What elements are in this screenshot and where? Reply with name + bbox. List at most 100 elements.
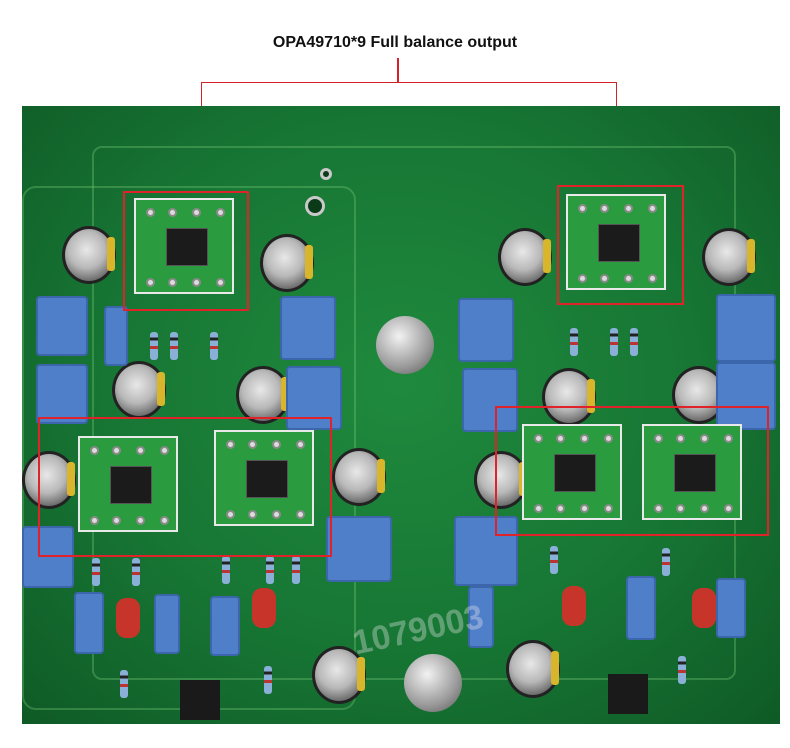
- film-capacitor: [716, 578, 746, 638]
- solder-pad: [168, 208, 177, 217]
- electrolytic-capacitor: [498, 228, 552, 286]
- film-capacitor: [36, 364, 88, 424]
- solder-pad: [556, 434, 565, 443]
- solder-pad: [248, 440, 257, 449]
- red-capacitor: [692, 588, 716, 628]
- solder-pad: [146, 208, 155, 217]
- red-capacitor: [252, 588, 276, 628]
- electrolytic-capacitor: [312, 646, 366, 704]
- highlight-box-top-left: [123, 191, 249, 311]
- electrolytic-capacitor: [702, 228, 756, 286]
- solder-pad: [112, 516, 121, 525]
- resistor: [610, 328, 618, 356]
- solder-pad: [600, 204, 609, 213]
- solder-pad: [578, 204, 587, 213]
- highlight-box-bottom-right: [495, 406, 769, 536]
- solder-pad: [90, 446, 99, 455]
- film-capacitor: [286, 366, 342, 430]
- electrolytic-capacitor: [506, 640, 560, 698]
- resistor: [132, 558, 140, 586]
- film-capacitor: [462, 368, 518, 432]
- pcb-photo: 1079003: [22, 106, 780, 724]
- solder-pad: [146, 278, 155, 287]
- opamp-adapter-board: [566, 194, 666, 290]
- film-capacitor: [104, 306, 128, 366]
- electrolytic-capacitor: [112, 361, 166, 419]
- resistor: [570, 328, 578, 356]
- opamp-adapter-board: [78, 436, 178, 532]
- red-capacitor: [116, 598, 140, 638]
- solder-pad: [700, 504, 709, 513]
- electrolytic-capacitor: [22, 451, 76, 509]
- film-capacitor: [458, 298, 514, 362]
- electrolytic-capacitor: [332, 448, 386, 506]
- solder-pad: [296, 440, 305, 449]
- electrolytic-capacitor: [62, 226, 116, 284]
- resistor: [266, 556, 274, 584]
- resistor: [630, 328, 638, 356]
- solder-pad: [226, 440, 235, 449]
- film-capacitor: [36, 296, 88, 356]
- solder-pad: [136, 516, 145, 525]
- electrolytic-capacitor: [236, 366, 290, 424]
- solder-pad: [624, 204, 633, 213]
- opamp-chip: [554, 454, 596, 492]
- highlight-box-top-right: [557, 185, 684, 305]
- ic-chip: [608, 674, 648, 714]
- solder-pad: [272, 440, 281, 449]
- highlight-box-bottom-left: [38, 417, 332, 557]
- opamp-adapter-board: [214, 430, 314, 526]
- film-capacitor: [210, 596, 240, 656]
- film-capacitor: [454, 516, 518, 586]
- resistor: [92, 558, 100, 586]
- solder-pad: [112, 446, 121, 455]
- solder-pad: [534, 434, 543, 443]
- resistor: [292, 556, 300, 584]
- solder-pad: [192, 208, 201, 217]
- electrolytic-capacitor: [542, 368, 596, 426]
- ic-chip: [180, 680, 220, 720]
- solder-pad: [624, 274, 633, 283]
- caption-text: OPA49710*9 Full balance output: [272, 34, 518, 51]
- screw: [404, 654, 462, 712]
- solder-pad: [90, 516, 99, 525]
- solder-pad: [192, 278, 201, 287]
- red-capacitor: [562, 586, 586, 626]
- solder-pad: [648, 274, 657, 283]
- solder-pad: [216, 208, 225, 217]
- solder-pad: [534, 504, 543, 513]
- solder-pad: [578, 274, 587, 283]
- solder-pad: [216, 278, 225, 287]
- film-capacitor: [716, 362, 776, 430]
- opamp-adapter-board: [134, 198, 234, 294]
- solder-pad: [654, 504, 663, 513]
- resistor: [150, 332, 158, 360]
- solder-pad: [296, 510, 305, 519]
- resistor: [678, 656, 686, 684]
- film-capacitor: [326, 516, 392, 582]
- solder-pad: [648, 204, 657, 213]
- mounting-hole: [305, 196, 325, 216]
- resistor: [222, 556, 230, 584]
- resistor: [264, 666, 272, 694]
- solder-pad: [700, 434, 709, 443]
- resistor: [120, 670, 128, 698]
- film-capacitor: [468, 586, 494, 648]
- solder-pad: [676, 434, 685, 443]
- opamp-adapter-board: [642, 424, 742, 520]
- screw: [376, 316, 434, 374]
- opamp-chip: [598, 224, 640, 262]
- film-capacitor: [154, 594, 180, 654]
- resistor: [662, 548, 670, 576]
- opamp-adapter-board: [522, 424, 622, 520]
- electrolytic-capacitor: [260, 234, 314, 292]
- film-capacitor: [716, 294, 776, 362]
- opamp-chip: [246, 460, 288, 498]
- solder-pad: [248, 510, 257, 519]
- caption-pointer-stem: [397, 58, 399, 82]
- solder-pad: [604, 504, 613, 513]
- opamp-chip: [166, 228, 208, 266]
- solder-pad: [580, 434, 589, 443]
- solder-pad: [724, 434, 733, 443]
- film-capacitor: [22, 526, 74, 588]
